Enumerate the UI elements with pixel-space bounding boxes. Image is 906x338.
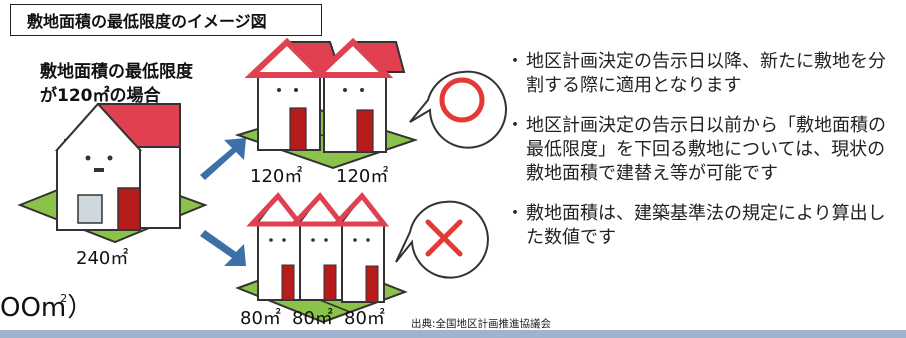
bullet-item: 地区計画決定の告示日以前から「敷地面積の最低限度」を下回る敷地については、現状の… (506, 114, 896, 186)
cross-ng-icon (395, 200, 489, 279)
cut-off-text: OOm2） (0, 287, 93, 324)
bullet-list: 地区計画決定の告示日以降、新たに敷地を分割する際に適用となります 地区計画決定の… (506, 50, 896, 266)
area-label-two-a: 120㎡ (250, 166, 303, 187)
three-lot-houses (235, 192, 408, 324)
arrow-up-right (200, 138, 246, 180)
area-label-large: 240㎡ (76, 248, 129, 269)
heading: 敷地面積の最低限度 が120㎡の場合 (40, 60, 193, 108)
diagram-title: 敷地面積の最低限度のイメージ図 (10, 4, 322, 36)
large-lot-house (17, 102, 208, 244)
area-label-three-a: 80㎡ (240, 308, 281, 329)
bottom-divider-bar (0, 330, 906, 338)
heading-line-2: が120㎡の場合 (40, 86, 161, 106)
bullet-item: 敷地面積は、建築基準法の規定により算出した数値です (506, 202, 896, 250)
two-lot-houses (234, 37, 419, 170)
source-credit: 出典:全国地区計画推進協議会 (411, 318, 552, 330)
heading-line-1: 敷地面積の最低限度 (40, 62, 193, 82)
area-label-three-c: 80㎡ (344, 308, 385, 329)
cut-off-text-superscript: 2 (60, 292, 68, 305)
cut-off-text-main: OOm (0, 293, 67, 323)
cut-off-text-paren: ） (67, 293, 94, 323)
circle-ok-icon (409, 70, 507, 149)
bullet-item: 地区計画決定の告示日以降、新たに敷地を分割する際に適用となります (506, 50, 896, 98)
area-label-three-b: 80㎡ (292, 308, 333, 329)
area-label-two-b: 120㎡ (336, 166, 389, 187)
arrow-down-right (200, 230, 246, 266)
